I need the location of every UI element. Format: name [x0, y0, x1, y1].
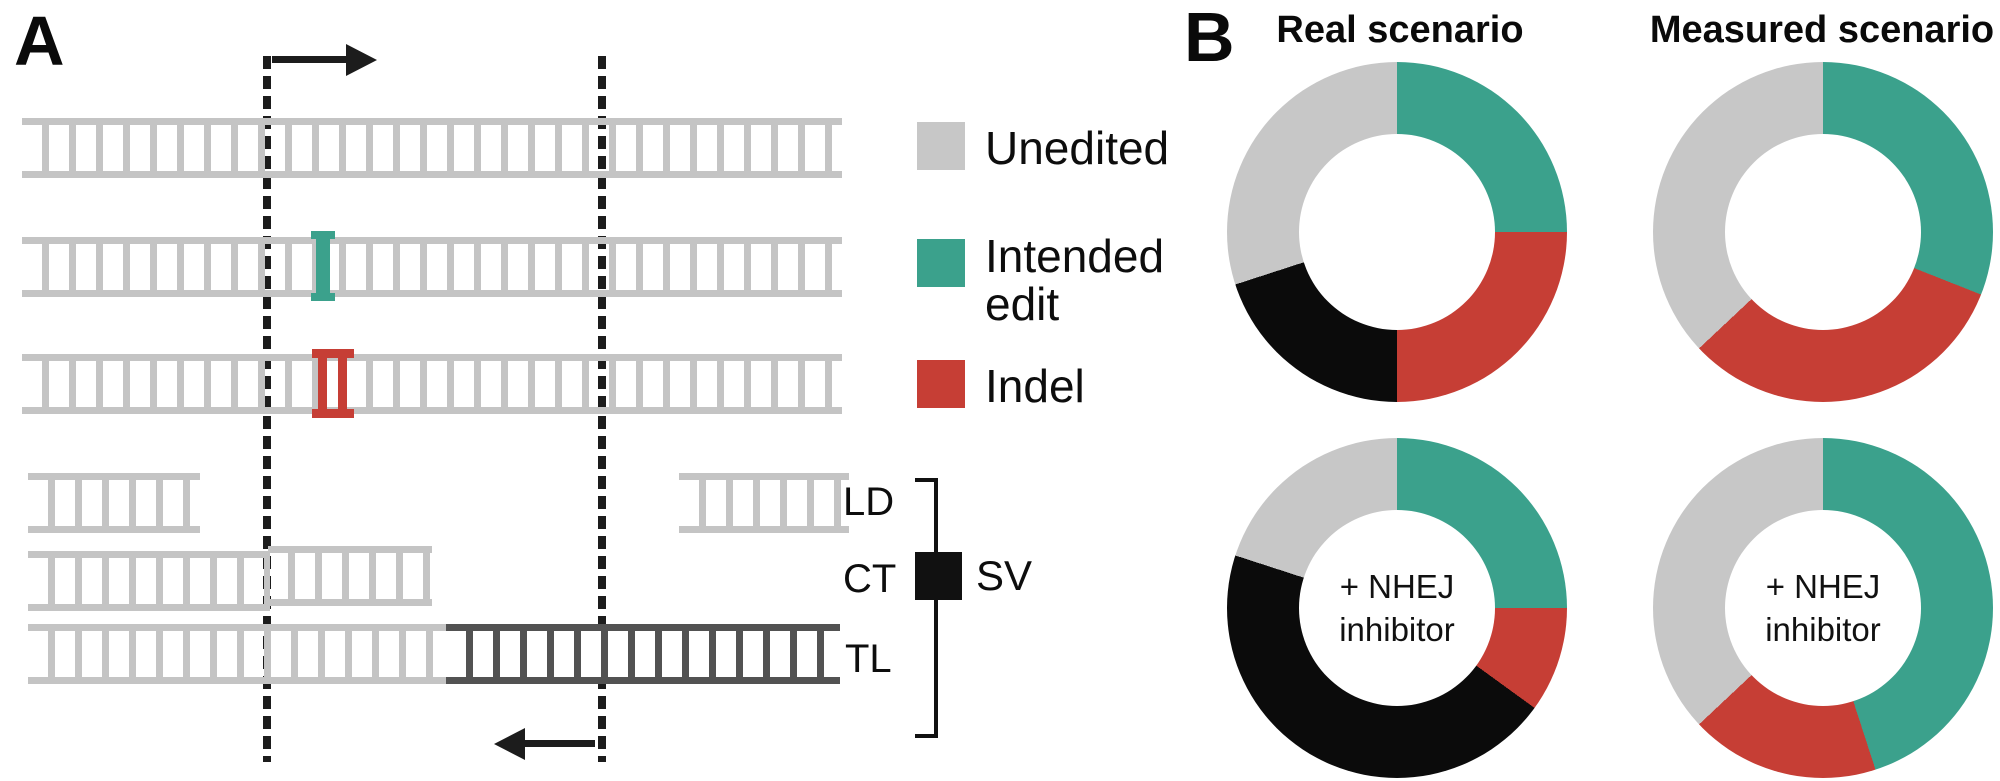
dna-translocation-dark-segment [446, 624, 840, 684]
nhej-label-line2: inhibitor [1765, 611, 1881, 648]
intended-edit-mark [311, 231, 335, 301]
legend-swatch-indel [917, 360, 965, 408]
dna-translocation-gray-segment [28, 624, 446, 684]
legend-label-sv: SV [976, 552, 1033, 599]
donut-hole-real-nhej: + NHEJ inhibitor [1299, 510, 1495, 706]
nhej-label-line1: + NHEJ [1339, 568, 1455, 605]
column-title-measured-scenario: Measured scenario [1649, 9, 1995, 51]
donut-chart-measured [1653, 62, 1993, 402]
forward-arrowhead-icon [346, 44, 377, 76]
nhej-label-line2: inhibitor [1339, 611, 1455, 648]
legend-swatch-unedited [917, 122, 965, 170]
donut-hole-measured [1725, 134, 1921, 330]
donut-chart-real-nhej-inhibitor: + NHEJ inhibitor [1227, 438, 1567, 778]
donut-hole-measured-nhej: + NHEJ inhibitor [1725, 510, 1921, 706]
legend-label-intended-edit: Intended edit [985, 233, 1164, 327]
donut-chart-real [1227, 62, 1567, 402]
reverse-arrow-icon [523, 740, 595, 747]
dna-large-deletion-left-fragment [28, 473, 200, 533]
panel-a-label: A [14, 2, 65, 80]
legend-label-intended-line2: edit [985, 278, 1060, 330]
fragment-label-tl: TL [845, 637, 892, 681]
nhej-label-line1: + NHEJ [1765, 568, 1881, 605]
dna-ct-right-fragment [268, 546, 432, 606]
legend-swatch-sv [915, 552, 962, 600]
donut-hole-real [1299, 134, 1495, 330]
legend-label-indel: Indel [985, 360, 1085, 412]
dna-large-deletion-right-fragment [679, 473, 849, 533]
panel-b-label: B [1184, 0, 1235, 76]
reverse-arrowhead-icon [494, 728, 525, 760]
donut-chart-measured-nhej-inhibitor: + NHEJ inhibitor [1653, 438, 1993, 778]
dna-intended-edit [22, 237, 842, 297]
legend-swatch-intended-edit [917, 239, 965, 287]
column-title-real-scenario: Real scenario [1276, 9, 1524, 51]
dna-unedited [22, 118, 842, 178]
fragment-label-ld: LD [843, 480, 895, 524]
dna-indel [22, 354, 842, 414]
dna-ct-left-fragment [28, 551, 270, 611]
forward-arrow-icon [272, 56, 348, 63]
sv-bracket [915, 478, 938, 738]
indel-insertion-mark [312, 349, 354, 418]
fragment-label-ct: CT [843, 557, 897, 601]
legend-label-intended-line1: Intended [985, 230, 1165, 282]
legend-label-unedited: Unedited [985, 122, 1170, 174]
